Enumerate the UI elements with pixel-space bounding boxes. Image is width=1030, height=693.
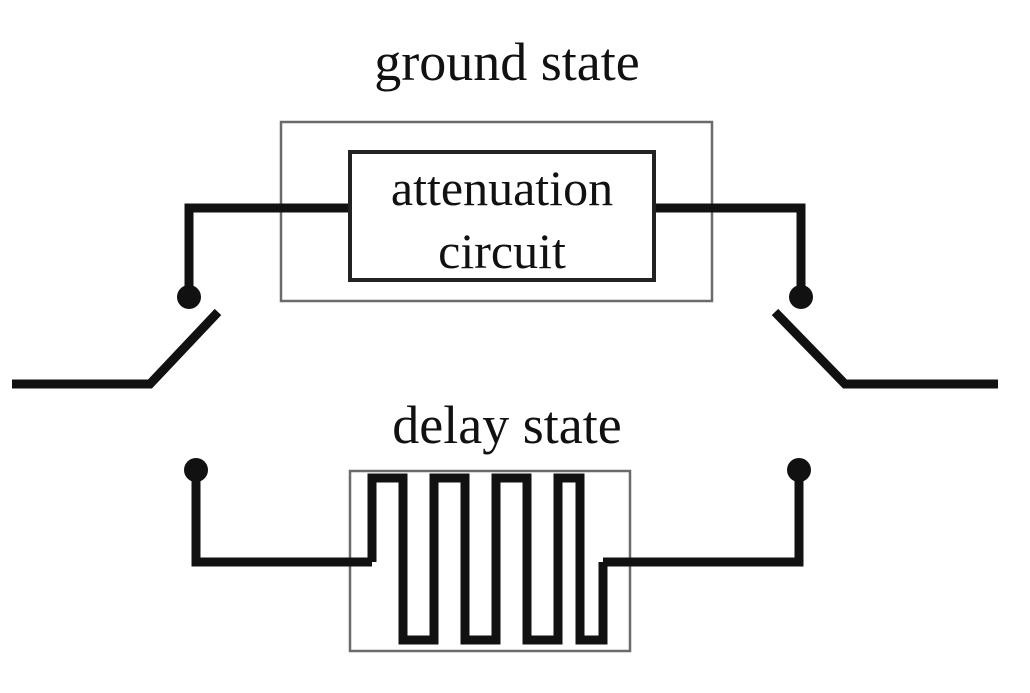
attenuation-circuit-box [348,150,656,282]
left-lower-contact-node [184,458,208,482]
ground-state-label: ground state [374,32,639,92]
left-upper-contact-node [177,285,201,309]
delay-state-label: delay state [392,395,621,455]
right-lower-contact-node [787,458,811,482]
circuit-label: circuit [438,223,566,279]
right-switch-arm [771,308,998,389]
delay-line-block [348,469,632,653]
delay-left-wire [191,478,372,567]
delay-right-wire [603,478,804,567]
meander-delay-line [367,473,608,645]
right-upper-contact-node [789,285,813,309]
attenuation-label: attenuation [391,160,613,216]
ground-left-wire [184,203,352,300]
left-switch-arm [12,308,222,389]
ground-right-wire [654,203,806,300]
